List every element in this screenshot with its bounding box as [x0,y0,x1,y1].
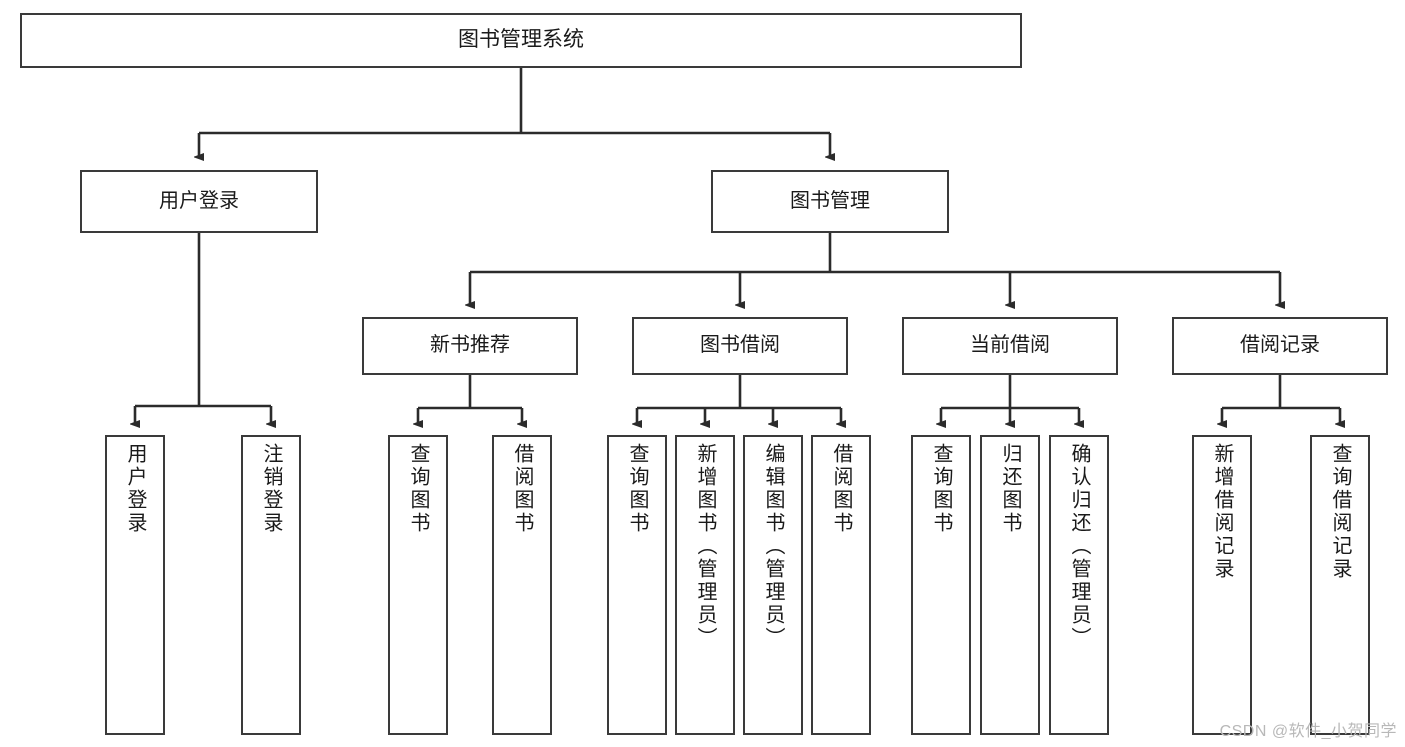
node-leaf-borrow-book-2[interactable]: 借阅图书 [811,435,871,735]
node-leaf-logout-login[interactable]: 注销登录 [241,435,301,735]
node-leaf-query-record[interactable]: 查询借阅记录 [1310,435,1370,735]
node-leaf-query-book-3[interactable]: 查询图书 [911,435,971,735]
node-leaf-add-book-label: 新增图书（管理员） [694,443,716,650]
node-borrow-record[interactable]: 借阅记录 [1172,317,1388,375]
node-leaf-query-book-2-label: 查询图书 [626,443,648,535]
node-leaf-borrow-book-1[interactable]: 借阅图书 [492,435,552,735]
node-book-management[interactable]: 图书管理 [711,170,949,233]
node-borrow-record-label: 借阅记录 [1240,334,1320,357]
node-leaf-query-book-1-label: 查询图书 [407,443,429,535]
node-leaf-add-record-label: 新增借阅记录 [1211,443,1233,581]
node-user-login-label: 用户登录 [159,189,239,212]
node-leaf-query-book-3-label: 查询图书 [930,443,952,535]
node-leaf-query-book-1[interactable]: 查询图书 [388,435,448,735]
node-leaf-confirm-return[interactable]: 确认归还（管理员） [1049,435,1109,735]
node-book-borrow-label: 图书借阅 [700,334,780,357]
node-leaf-query-record-label: 查询借阅记录 [1329,443,1351,581]
node-new-book-recommend[interactable]: 新书推荐 [362,317,578,375]
node-book-management-label: 图书管理 [790,189,870,212]
node-leaf-return-book[interactable]: 归还图书 [980,435,1040,735]
node-root[interactable]: 图书管理系统 [20,13,1022,68]
node-current-borrow[interactable]: 当前借阅 [902,317,1118,375]
node-leaf-user-login-label: 用户登录 [124,443,146,535]
node-leaf-add-record[interactable]: 新增借阅记录 [1192,435,1252,735]
node-leaf-edit-book[interactable]: 编辑图书（管理员） [743,435,803,735]
watermark: CSDN @软件_小贺同学 [1219,723,1397,740]
node-leaf-query-book-2[interactable]: 查询图书 [607,435,667,735]
node-user-login[interactable]: 用户登录 [80,170,318,233]
node-new-book-recommend-label: 新书推荐 [430,334,510,357]
node-book-borrow[interactable]: 图书借阅 [632,317,848,375]
node-leaf-edit-book-label: 编辑图书（管理员） [762,443,784,650]
node-leaf-borrow-book-1-label: 借阅图书 [511,443,533,535]
node-leaf-add-book[interactable]: 新增图书（管理员） [675,435,735,735]
node-leaf-confirm-return-label: 确认归还（管理员） [1068,443,1090,650]
node-leaf-return-book-label: 归还图书 [999,443,1021,535]
node-leaf-logout-login-label: 注销登录 [260,443,282,535]
node-leaf-borrow-book-2-label: 借阅图书 [830,443,852,535]
node-root-label: 图书管理系统 [458,28,584,52]
node-current-borrow-label: 当前借阅 [970,334,1050,357]
node-leaf-user-login[interactable]: 用户登录 [105,435,165,735]
